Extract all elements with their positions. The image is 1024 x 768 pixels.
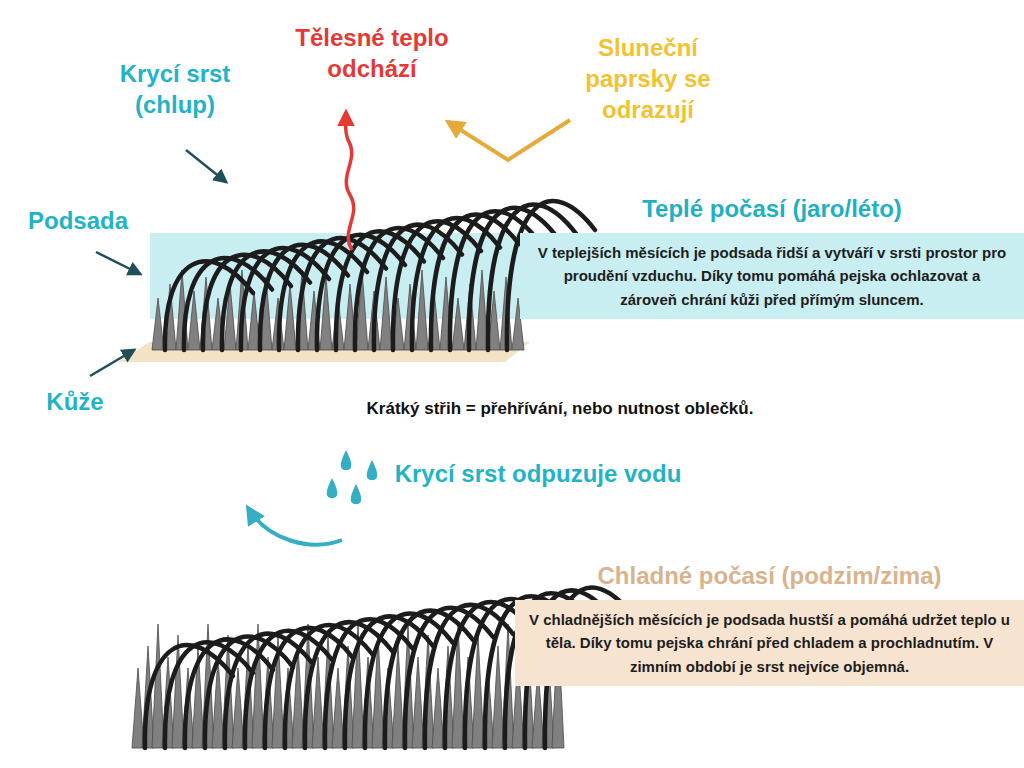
- season-text: V chladnějších měsících je podsada hustš…: [515, 600, 1024, 686]
- season-band: Teplé počasí (jaro/léto) V teplejších měs…: [520, 195, 1024, 319]
- undercoat-hair: [412, 657, 424, 748]
- undercoat-hair: [452, 298, 464, 350]
- leader-line: [186, 150, 226, 182]
- undercoat-hair: [312, 657, 324, 748]
- water-drop: [367, 460, 378, 480]
- season-text: V teplejších měsících je podsada řidší a…: [520, 233, 1024, 319]
- undercoat-hair: [152, 624, 164, 748]
- undercoat-hair: [152, 298, 164, 350]
- water-drop: [327, 478, 338, 498]
- part-name: Podsada: [8, 205, 148, 236]
- undercoat-hair: [380, 277, 392, 350]
- undercoat-hair: [232, 668, 244, 748]
- leader-line: [90, 350, 134, 376]
- water-arrow: [248, 508, 342, 545]
- undercoat-hair: [284, 284, 296, 350]
- undercoat-hair: [172, 635, 184, 748]
- part-name: Kůže: [20, 386, 130, 417]
- water-drop: [351, 484, 362, 504]
- season-heading: Teplé počasí (jaro/léto): [520, 195, 1024, 223]
- season-band: Chladné počasí (podzim/zima) V chladnější…: [515, 562, 1024, 686]
- undercoat-hair: [332, 668, 344, 748]
- sun-label: Sluneční paprsky se odrazují: [558, 32, 738, 126]
- sun-arrow: [448, 120, 570, 160]
- heat-label: Tělesné teplo odchází: [262, 22, 482, 84]
- water-label: Krycí srst odpuzuje vodu: [388, 458, 688, 489]
- undercoat-hair: [432, 668, 444, 748]
- leader-line: [96, 252, 140, 274]
- water-drop: [341, 450, 352, 470]
- undercoat-hair: [132, 668, 144, 748]
- heat-arrow: [346, 112, 354, 250]
- note: Krátký střih = přehřívání, nebo nutnost …: [250, 398, 870, 420]
- undercoat-hair: [492, 646, 504, 748]
- undercoat-hair: [252, 624, 264, 748]
- season-heading: Chladné počasí (podzim/zima): [515, 562, 1024, 590]
- part-name: Krycí srst (chlup): [90, 58, 260, 120]
